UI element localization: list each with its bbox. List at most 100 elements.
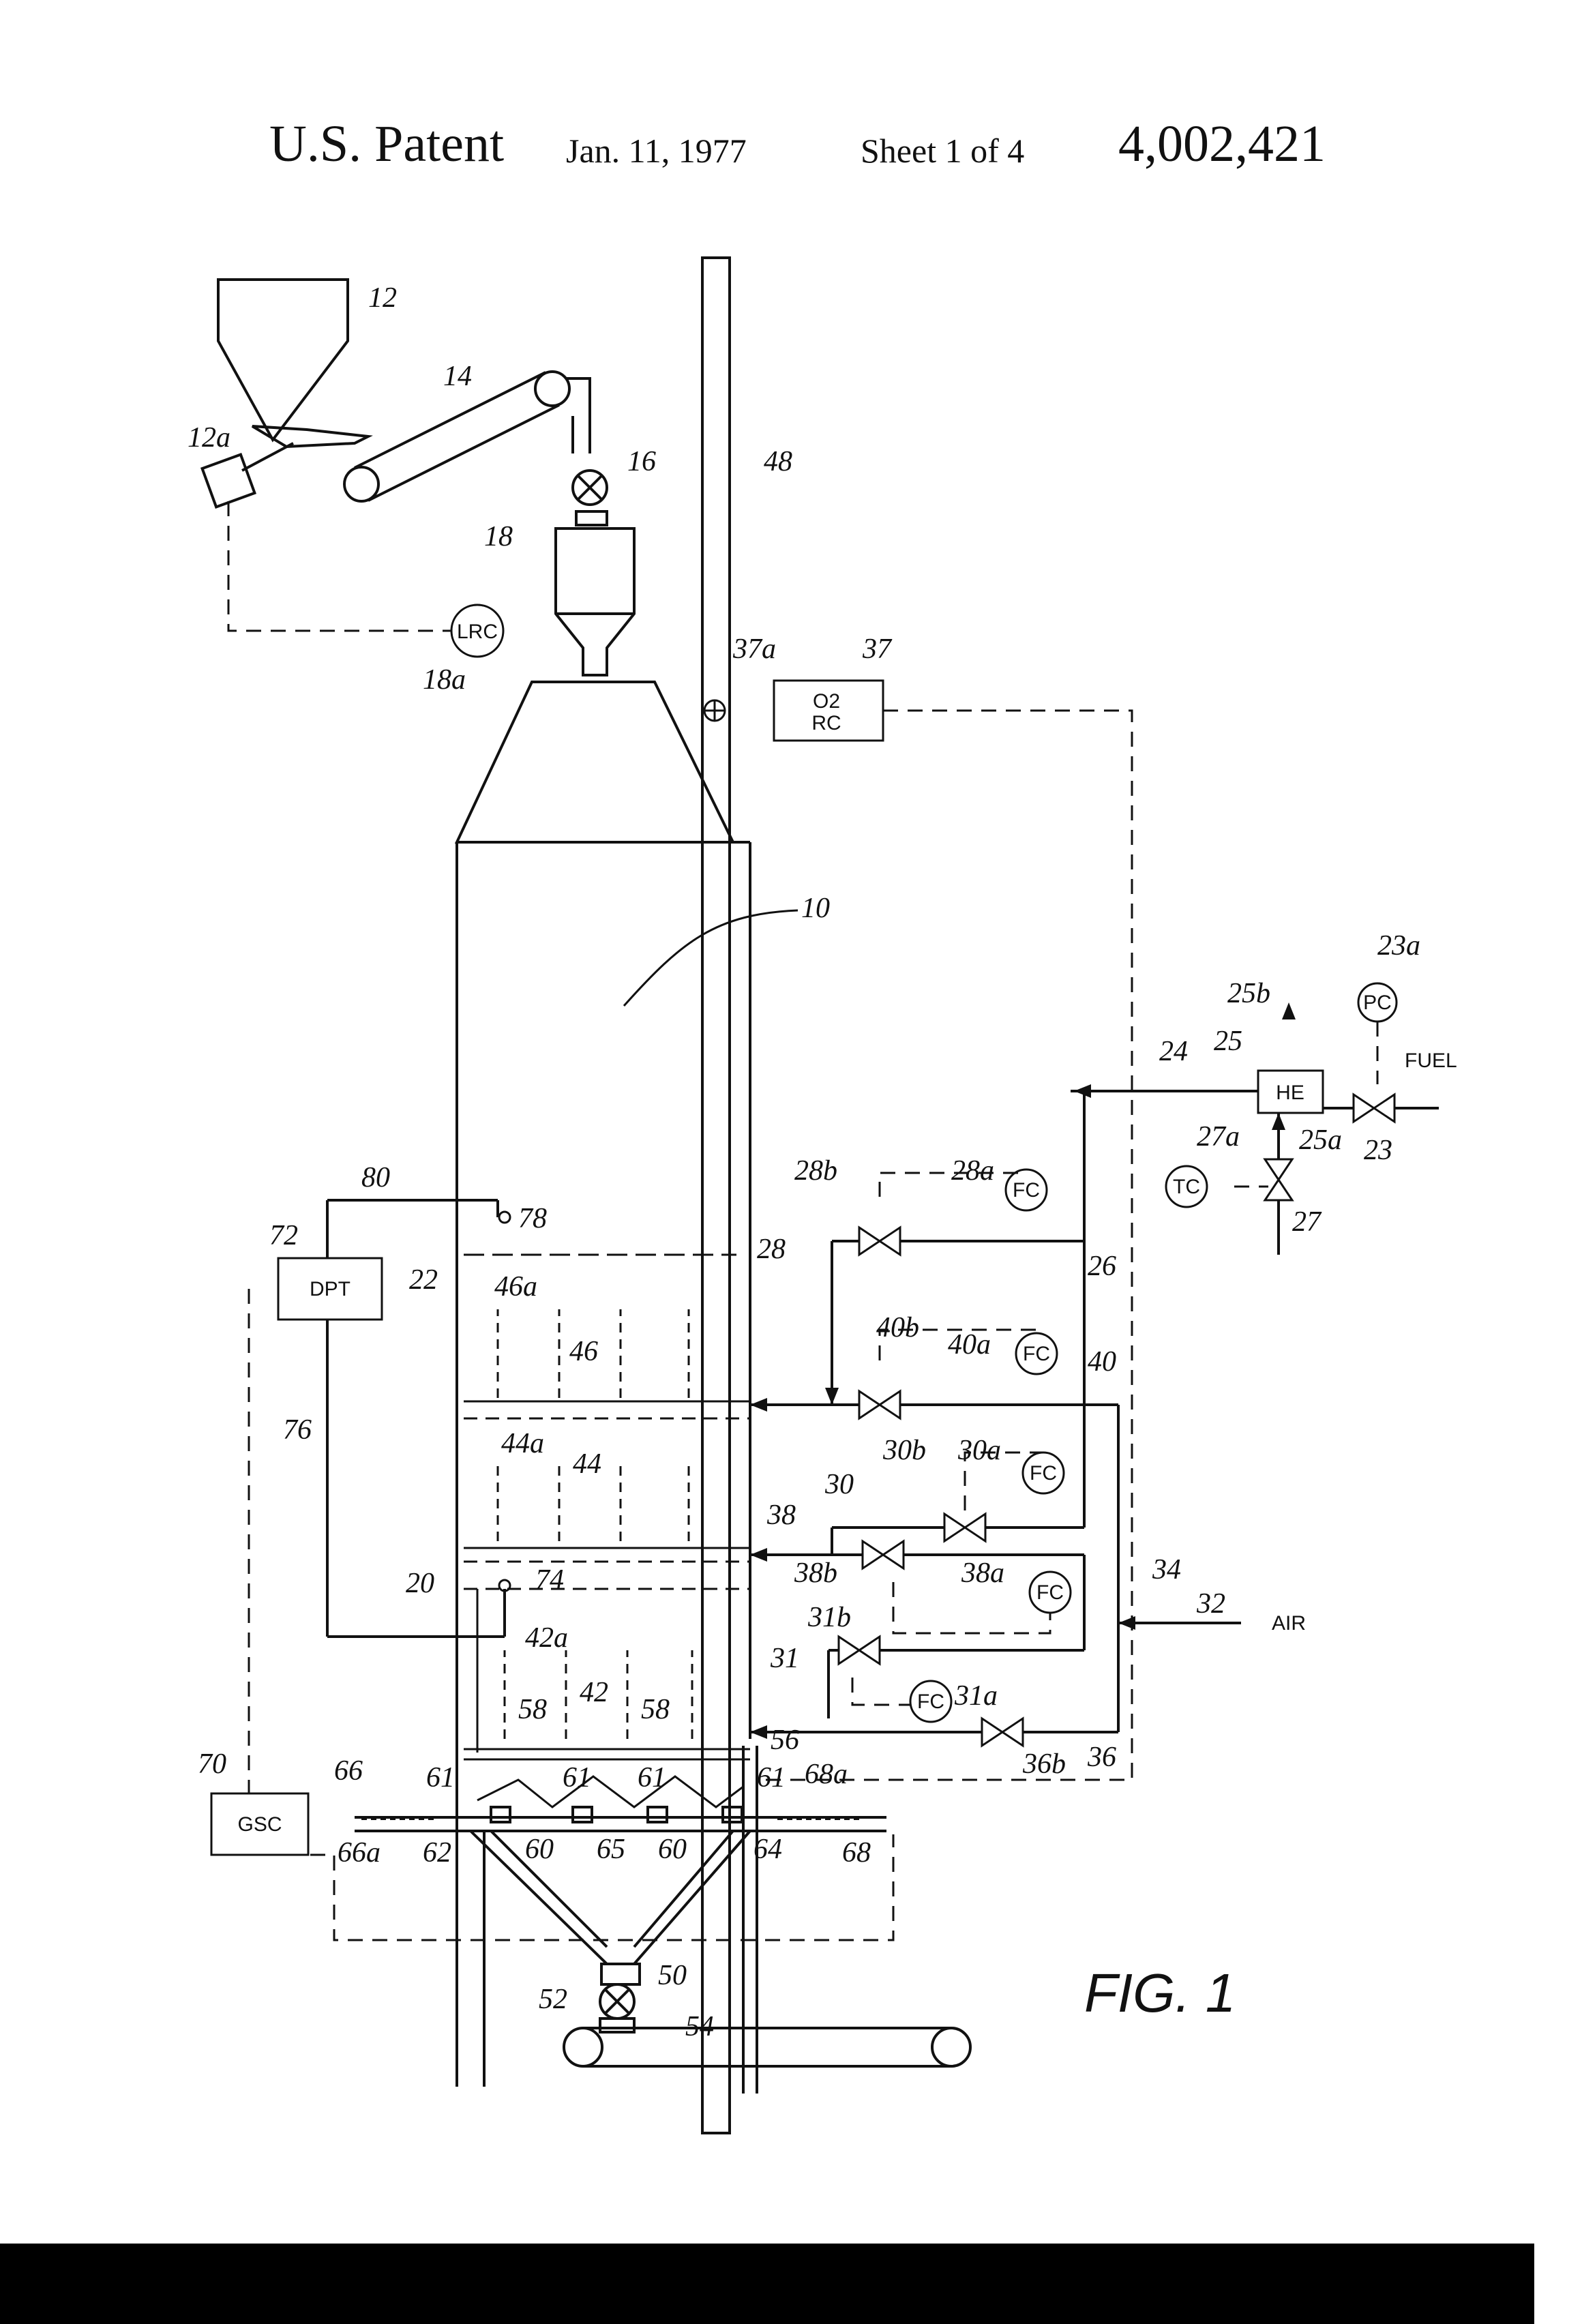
- svg-text:31a: 31a: [954, 1680, 998, 1712]
- svg-text:14: 14: [443, 361, 472, 392]
- svg-text:31b: 31b: [807, 1602, 851, 1633]
- instrument-labels: LRC O2 RC PC HE TC FC FC FC FC FC DPT GS…: [237, 621, 1457, 1836]
- svg-text:36: 36: [1087, 1742, 1116, 1773]
- svg-text:42a: 42a: [525, 1622, 568, 1654]
- svg-text:70: 70: [198, 1748, 226, 1780]
- figure-caption: FIG. 1: [1084, 1963, 1236, 2023]
- scan-border-bar: [0, 2244, 1534, 2324]
- svg-text:50: 50: [658, 1960, 687, 1991]
- svg-text:44a: 44a: [501, 1428, 544, 1459]
- svg-text:40a: 40a: [948, 1329, 991, 1360]
- instruments: [211, 605, 1397, 1855]
- gas-flow-arrows: [498, 1309, 692, 1739]
- svg-text:31: 31: [770, 1643, 799, 1674]
- svg-text:56: 56: [771, 1725, 799, 1756]
- svg-text:25b: 25b: [1227, 978, 1270, 1009]
- svg-text:46a: 46a: [494, 1271, 537, 1302]
- svg-text:68a: 68a: [805, 1759, 848, 1790]
- svg-text:16: 16: [627, 446, 656, 477]
- hopper: [203, 280, 368, 507]
- svg-text:48: 48: [764, 446, 792, 477]
- process-lines: [327, 1091, 1439, 1732]
- svg-text:60: 60: [658, 1834, 687, 1865]
- svg-text:FC: FC: [917, 1690, 944, 1713]
- svg-text:37a: 37a: [732, 634, 776, 665]
- svg-text:FC: FC: [1013, 1179, 1040, 1202]
- svg-text:26: 26: [1088, 1251, 1116, 1282]
- svg-text:GSC: GSC: [237, 1813, 282, 1836]
- svg-text:58: 58: [518, 1694, 547, 1725]
- rotary-valve-16: [573, 471, 607, 525]
- svg-text:20: 20: [406, 1568, 434, 1599]
- valves: [839, 1094, 1394, 1746]
- svg-text:52: 52: [539, 1984, 567, 2015]
- svg-text:44: 44: [573, 1448, 601, 1480]
- svg-text:18a: 18a: [423, 664, 466, 696]
- svg-text:30a: 30a: [957, 1435, 1001, 1466]
- svg-text:61: 61: [563, 1762, 591, 1793]
- svg-text:18: 18: [484, 521, 513, 552]
- air-label: AIR: [1272, 1612, 1306, 1635]
- svg-text:78: 78: [518, 1203, 547, 1234]
- svg-text:RC: RC: [811, 712, 841, 734]
- svg-text:76: 76: [283, 1414, 312, 1446]
- svg-text:58: 58: [641, 1694, 670, 1725]
- shaft-furnace: [457, 842, 798, 2087]
- svg-text:28b: 28b: [794, 1155, 837, 1187]
- discharge-conveyor: [564, 2028, 970, 2066]
- svg-text:FC: FC: [1023, 1343, 1050, 1365]
- svg-text:10: 10: [801, 893, 830, 924]
- svg-text:O2: O2: [813, 690, 840, 713]
- svg-text:61: 61: [757, 1762, 786, 1793]
- svg-text:36b: 36b: [1022, 1748, 1066, 1780]
- svg-text:74: 74: [535, 1564, 564, 1596]
- svg-text:PC: PC: [1363, 992, 1392, 1014]
- svg-text:60: 60: [525, 1834, 554, 1865]
- svg-text:FC: FC: [1030, 1462, 1057, 1485]
- discharge-grate: [355, 1746, 886, 2094]
- svg-text:27a: 27a: [1197, 1121, 1240, 1152]
- svg-text:66a: 66a: [338, 1837, 380, 1868]
- svg-text:40b: 40b: [876, 1312, 919, 1343]
- svg-text:64: 64: [753, 1834, 782, 1865]
- svg-text:27: 27: [1292, 1206, 1322, 1238]
- svg-text:23: 23: [1364, 1135, 1392, 1166]
- svg-text:30: 30: [824, 1469, 854, 1500]
- svg-text:61: 61: [638, 1762, 666, 1793]
- svg-text:40: 40: [1088, 1346, 1116, 1377]
- svg-text:22: 22: [409, 1264, 438, 1296]
- svg-text:23a: 23a: [1377, 930, 1420, 962]
- svg-text:66: 66: [334, 1755, 363, 1787]
- furnace-top: [457, 682, 733, 842]
- svg-text:TC: TC: [1173, 1176, 1200, 1198]
- fuel-label: FUEL: [1405, 1049, 1457, 1072]
- svg-text:24: 24: [1159, 1036, 1188, 1067]
- svg-text:62: 62: [423, 1837, 451, 1868]
- svg-text:DPT: DPT: [310, 1278, 350, 1300]
- svg-text:12: 12: [368, 282, 397, 314]
- reference-labels: 12 12a 14 16 18 18a 48 37a 37 10 23a 25b…: [188, 282, 1420, 2042]
- feed-bin-18: [556, 528, 634, 675]
- svg-text:65: 65: [597, 1834, 625, 1865]
- svg-text:28: 28: [757, 1234, 786, 1265]
- svg-text:FC: FC: [1036, 1581, 1064, 1604]
- svg-text:25: 25: [1214, 1026, 1242, 1057]
- svg-text:42: 42: [580, 1677, 608, 1708]
- svg-text:34: 34: [1152, 1554, 1181, 1585]
- svg-text:32: 32: [1196, 1588, 1225, 1620]
- svg-text:37: 37: [862, 634, 893, 665]
- control-signal-lines: [228, 501, 1377, 1940]
- svg-text:28a: 28a: [951, 1155, 994, 1187]
- svg-text:46: 46: [569, 1336, 598, 1367]
- svg-text:61: 61: [426, 1762, 455, 1793]
- svg-text:HE: HE: [1276, 1082, 1304, 1104]
- svg-text:38: 38: [766, 1500, 796, 1531]
- svg-text:LRC: LRC: [457, 621, 498, 643]
- svg-text:25a: 25a: [1299, 1124, 1342, 1156]
- svg-text:72: 72: [269, 1220, 298, 1251]
- svg-text:68: 68: [842, 1837, 871, 1868]
- svg-text:38a: 38a: [961, 1558, 1004, 1589]
- svg-text:12a: 12a: [188, 422, 230, 453]
- svg-text:38b: 38b: [794, 1558, 837, 1589]
